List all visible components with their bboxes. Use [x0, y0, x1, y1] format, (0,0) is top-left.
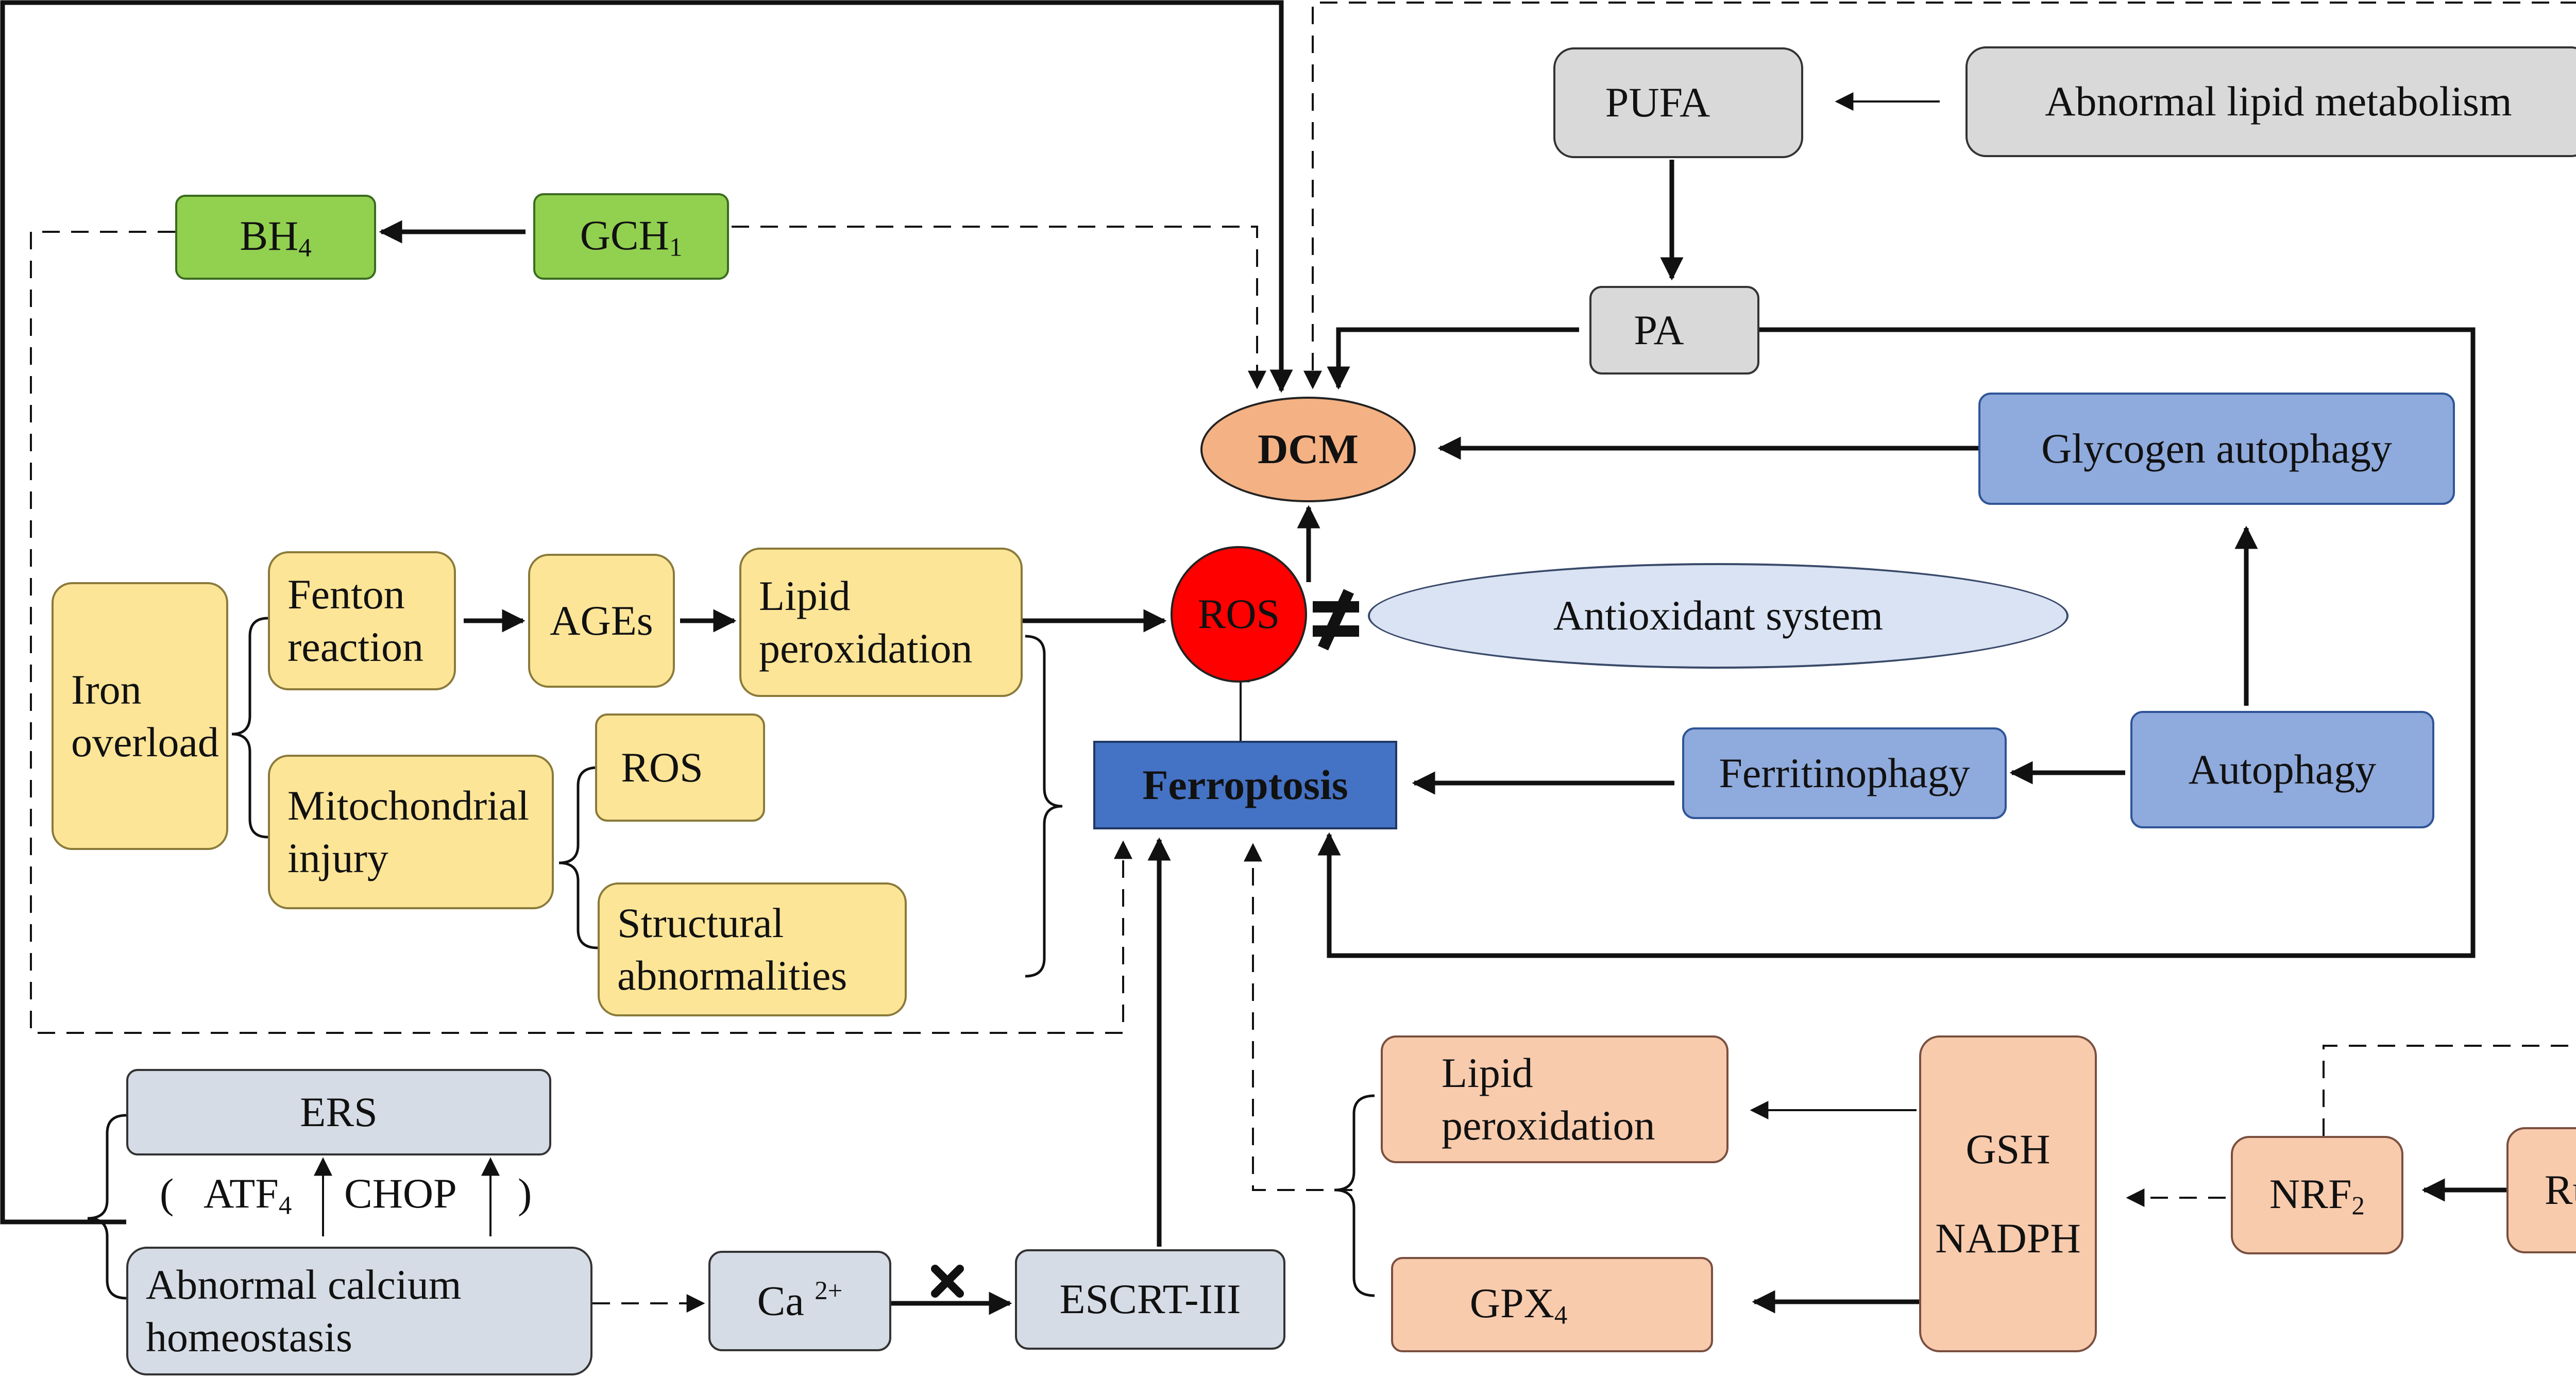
chop-label: CHOP — [344, 1170, 457, 1217]
ros-increase-label: ROS — [621, 743, 703, 791]
nrf2-node: NRF2 — [2231, 1136, 2403, 1254]
dcm-node: DCM — [1200, 397, 1416, 502]
ages-label: AGEs — [550, 597, 653, 644]
ros-increase-node: ROS — [595, 713, 765, 822]
line-pa-to-ferroptosis-loop — [1317, 327, 2476, 958]
pufa-label: PUFA — [1605, 79, 1710, 126]
not-equal-icon — [1313, 589, 1359, 651]
ferritinophagy-label: Ferritinophagy — [1719, 749, 1970, 796]
ers-label: ERS — [300, 1088, 378, 1135]
gsh-nadph-node: GSH NADPH — [1919, 1035, 2097, 1352]
ers-node: ERS — [126, 1069, 551, 1155]
brace-ferroptosis-causes — [1025, 635, 1063, 978]
gpx4-label: GPX4 — [1469, 1280, 1568, 1330]
glycogen-autophagy-node: Glycogen autophagy — [1978, 393, 2455, 505]
autophagy-label: Autophagy — [2188, 745, 2377, 793]
rutin-label: Rutin — [2544, 1166, 2576, 1214]
dashed-bh4-loop-to-ferroptosis — [30, 231, 1132, 1034]
nadph-label: NADPH — [1935, 1214, 2081, 1262]
bh4-label: BH4 — [240, 212, 312, 263]
dcm-label: DCM — [1258, 426, 1359, 473]
pa-node: PA — [1589, 286, 1759, 375]
brace-gsh-effects — [1334, 1094, 1375, 1297]
ros-node: ROS — [1171, 546, 1307, 683]
brace-mitochondrial — [558, 766, 598, 949]
nrf2-label: NRF2 — [2269, 1170, 2365, 1220]
antioxidant-system-label: Antioxidant system — [1553, 592, 1884, 639]
dashed-brace-to-ferroptosis — [1244, 843, 1352, 1191]
rutin-node: Rutin — [2506, 1127, 2576, 1253]
abnormal-lipid-metabolism-node: Abnormal lipid metabolism — [1965, 46, 2576, 157]
calcium-ion-node: Ca 2+ — [708, 1251, 891, 1351]
brace-abnormal-calcium — [87, 1114, 127, 1300]
arrow-pa-to-dcm — [1327, 327, 1579, 390]
ros-label: ROS — [1197, 590, 1280, 638]
pa-label: PA — [1634, 306, 1684, 353]
ferritinophagy-node: Ferritinophagy — [1682, 727, 2007, 819]
pufa-node: PUFA — [1553, 47, 1803, 158]
gch1-label: GCH1 — [580, 211, 683, 262]
paren-close: ) — [518, 1170, 532, 1217]
gpx4-node: GPX4 — [1391, 1257, 1713, 1352]
escrt-iii-label: ESCRT-III — [1059, 1276, 1241, 1323]
ferroptosis-node: Ferroptosis — [1093, 741, 1397, 829]
calcium-ion-label: Ca 2+ — [757, 1276, 843, 1324]
bh4-node: BH4 — [175, 195, 376, 280]
paren-open: ( — [160, 1170, 174, 1217]
inhibit-x-icon — [931, 1265, 964, 1298]
dashed-nrf2-to-dcm — [1303, 2, 2576, 1136]
abnormal-lipid-metabolism-label: Abnormal lipid metabolism — [2045, 78, 2512, 125]
antioxidant-system-node: Antioxidant system — [1368, 563, 2069, 669]
escrt-iii-node: ESCRT-III — [1015, 1249, 1285, 1350]
ferroptosis-label: Ferroptosis — [1142, 761, 1348, 808]
dashed-gch1-to-dcm — [732, 226, 1266, 389]
autophagy-node: Autophagy — [2130, 711, 2434, 828]
gch1-node: GCH1 — [533, 193, 729, 280]
gsh-label: GSH — [1965, 1126, 2050, 1172]
brace-iron-overload — [231, 617, 268, 839]
arrow-calcium-to-dcm — [0, 0, 1293, 1225]
atf4-label: ATF4 — [204, 1170, 292, 1220]
glycogen-autophagy-label: Glycogen autophagy — [2041, 424, 2392, 472]
ages-node: AGEs — [528, 554, 675, 688]
